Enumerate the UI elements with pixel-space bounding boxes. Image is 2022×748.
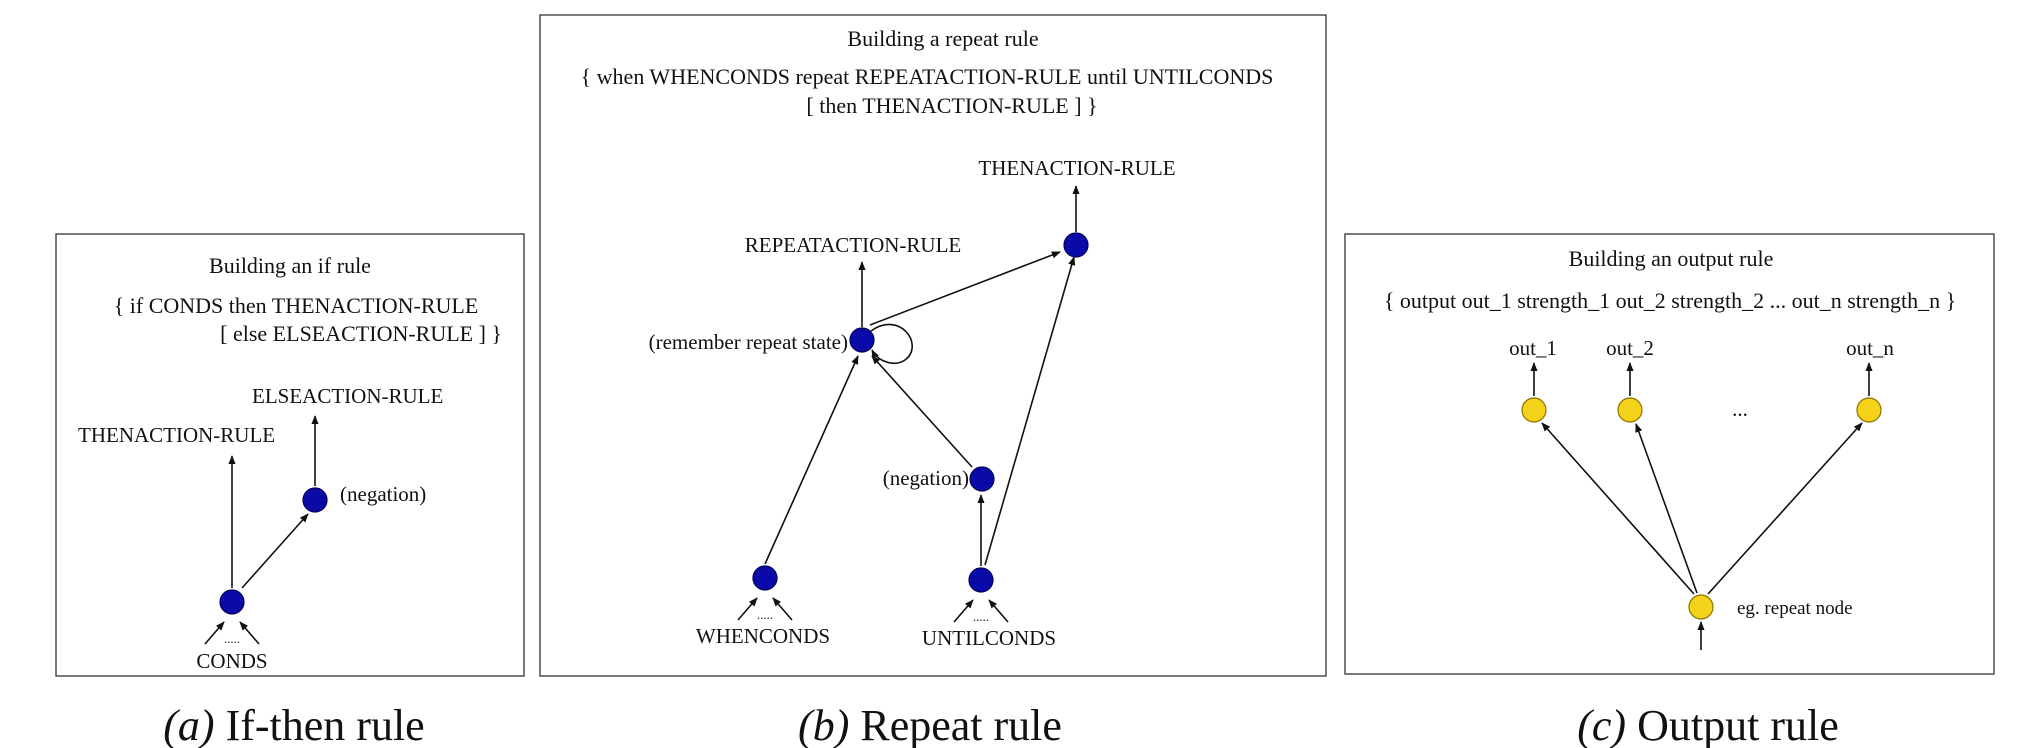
panel-b-syntax-line2: [ then THENACTION-RULE ] }: [806, 93, 1097, 118]
panel-repeat-rule: Building a repeat rule { when WHENCONDS …: [539, 14, 1327, 677]
remember-state-node: [849, 327, 875, 353]
edge-whenconds-to-remember: [764, 355, 859, 565]
edge-repeat-to-out2: [1635, 423, 1698, 594]
panel-c-syntax: { output out_1 strength_1 out_2 strength…: [1384, 288, 1956, 313]
edge-input-left: [204, 621, 225, 645]
panel-b-remember-label: (remember repeat state): [649, 330, 848, 354]
edge-remember-to-then-node: [869, 251, 1061, 326]
outn-node: [1856, 397, 1882, 423]
out1-label: out_1: [1509, 336, 1557, 360]
whenconds-node: [752, 565, 778, 591]
then-node: [1063, 232, 1089, 258]
edge-input-right: [239, 621, 260, 645]
output-ellipsis: ...: [1732, 397, 1748, 421]
negation-node-b: [969, 466, 995, 492]
panel-if-rule: Building an if rule { if CONDS then THEN…: [55, 233, 525, 677]
panel-a-then-label: THENACTION-RULE: [78, 423, 275, 447]
panel-b-whenconds-label: WHENCONDS: [696, 624, 830, 648]
edge-untilconds-to-then-node: [984, 256, 1076, 566]
caption-b-text: Repeat rule: [849, 701, 1062, 748]
caption-c-text: Output rule: [1626, 701, 1839, 748]
edge-until-input-right: [988, 599, 1009, 623]
out2-label: out_2: [1606, 336, 1654, 360]
caption-c-letter: (c): [1577, 701, 1626, 748]
panel-a-negation-label: (negation): [340, 482, 426, 506]
out2-node: [1617, 397, 1643, 423]
caption-b: (b) Repeat rule: [798, 701, 1062, 748]
caption-a-letter: (a): [163, 701, 214, 748]
caption-c: (c) Output rule: [1577, 701, 1838, 748]
edge-negation-to-remember: [871, 355, 973, 468]
panel-b-title: Building a repeat rule: [847, 26, 1038, 51]
panel-b-thenaction-label: THENACTION-RULE: [978, 156, 1175, 180]
edge-conds-to-negation: [241, 513, 309, 589]
panel-output-rule: Building an output rule { output out_1 s…: [1344, 233, 1995, 675]
edge-repeat-to-outn: [1707, 422, 1863, 595]
panel-a-title: Building an if rule: [209, 253, 371, 278]
panel-a-syntax-line1: { if CONDS then THENACTION-RULE: [114, 293, 479, 318]
panel-c-frame: [1344, 233, 1995, 675]
panel-a-dots: .....: [224, 631, 240, 646]
out1-node: [1521, 397, 1547, 423]
panel-b-untilconds-label: UNTILCONDS: [922, 626, 1056, 650]
panel-c-title: Building an output rule: [1569, 246, 1774, 271]
edge-until-input-left: [953, 599, 974, 623]
panel-a-syntax-line2: [ else ELSEACTION-RULE ] }: [220, 321, 502, 346]
outn-label: out_n: [1846, 336, 1894, 360]
panel-a-frame: [55, 233, 525, 677]
caption-a: (a) If-then rule: [163, 701, 424, 748]
panel-b-negation-label: (negation): [883, 466, 969, 490]
panel-a-conds-label: CONDS: [196, 649, 267, 673]
panel-a-else-label: ELSEACTION-RULE: [252, 384, 443, 408]
panel-b-syntax-line1: { when WHENCONDS repeat REPEATACTION-RUL…: [581, 64, 1274, 89]
edge-remember-self-loop: [870, 323, 913, 364]
untilconds-node: [968, 567, 994, 593]
caption-b-letter: (b): [798, 701, 849, 748]
panel-b-frame: [539, 14, 1327, 677]
edge-when-input-right: [772, 597, 793, 621]
edge-repeat-to-out1: [1541, 422, 1695, 595]
repeat-node-label: eg. repeat node: [1737, 598, 1853, 619]
repeat-node: [1688, 594, 1714, 620]
conds-node: [219, 589, 245, 615]
edge-when-input-left: [737, 597, 758, 621]
caption-a-text: If-then rule: [215, 701, 425, 748]
panel-b-dots-until: .....: [973, 609, 989, 624]
panel-b-dots-when: .....: [757, 607, 773, 622]
panel-b-repeataction-label: REPEATACTION-RULE: [745, 233, 961, 257]
negation-node: [302, 487, 328, 513]
